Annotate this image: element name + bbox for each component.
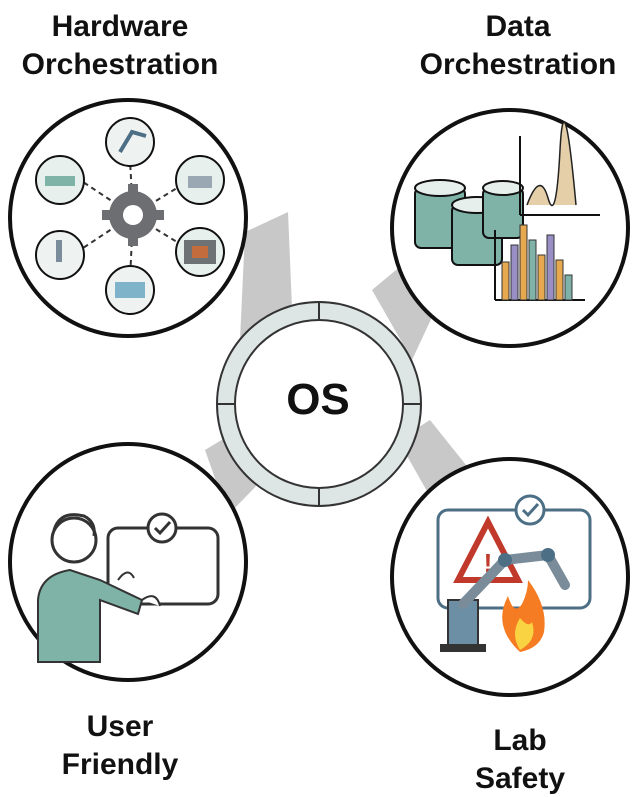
hub-label: OS (268, 375, 368, 425)
lab-safety-node: ! (392, 459, 628, 695)
lab-label-line1: Lab (440, 722, 600, 760)
user-label-line1: User (10, 708, 230, 746)
hardware-node (10, 100, 246, 336)
lab-safety-label: Lab Safety (440, 722, 600, 797)
hardware-label-line1: Hardware (0, 8, 240, 46)
data-orchestration-label: Data Orchestration (400, 8, 636, 83)
user-node (10, 444, 246, 680)
user-friendly-label: User Friendly (10, 708, 230, 783)
lab-label-line2: Safety (440, 760, 600, 797)
hardware-label-line2: Orchestration (0, 46, 240, 84)
data-label-line1: Data (400, 8, 636, 46)
data-node (392, 110, 628, 346)
user-label-line2: Friendly (10, 746, 230, 784)
data-label-line2: Orchestration (400, 46, 636, 84)
hardware-orchestration-label: Hardware Orchestration (0, 8, 240, 83)
